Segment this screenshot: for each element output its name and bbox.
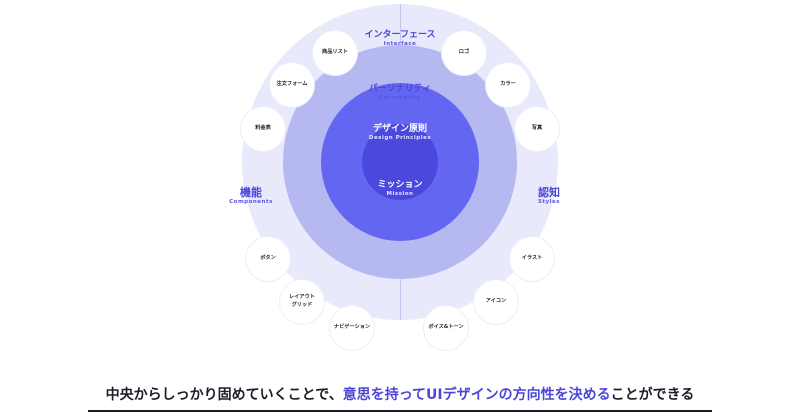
styles-label-jp: 認知	[537, 186, 560, 199]
bubble-navigation: ナビゲーション	[330, 306, 374, 350]
components-label-en: Components	[229, 199, 273, 206]
bubble-price-table: 料金表	[241, 107, 285, 151]
bubble-illustration: イラスト	[510, 237, 554, 281]
personality-label-en: Personarity	[379, 94, 421, 101]
bubble-layout-grid: レイアウトグリッド	[280, 280, 324, 324]
design-principles-label-jp: デザイン原則	[372, 124, 427, 134]
bubble-label-line1: レイアウト	[289, 294, 315, 301]
bottom-divider-line	[400, 244, 401, 320]
caption-part1: 中央からしっかり固めていくことで、	[105, 387, 343, 403]
bubble-label: ボタン	[260, 255, 276, 262]
bubble-label: 商品リスト	[322, 49, 348, 56]
caption: 中央からしっかり固めていくことで、意思を持ってUIデザインの方向性を決めることが…	[0, 384, 800, 404]
personality-label-jp: パーソナリティ	[368, 84, 432, 94]
bubble-label: アイコン	[485, 298, 507, 305]
design-principles-label-en: Design Principles	[368, 134, 432, 141]
bubble-label: カラー	[500, 81, 516, 88]
bubble-label: ボイス&トーン	[428, 324, 464, 331]
mission-label-jp: ミッション	[377, 180, 423, 190]
caption-underline	[88, 410, 712, 412]
bubble-order-form: 注文フォーム	[270, 63, 314, 107]
bubble-label-line2: グリッド	[291, 302, 313, 308]
bubble-icon: アイコン	[474, 280, 518, 324]
bubble-logo: ロゴ	[442, 31, 486, 75]
personality-label: パーソナリティ Personarity	[369, 84, 431, 102]
caption-highlight: 意思を持ってUIデザインの方向性を決める	[342, 387, 611, 403]
bubble-voice-tone: ボイス&トーン	[424, 306, 468, 350]
bubble-label: イラスト	[521, 255, 543, 262]
interface-label-en: Interface	[383, 40, 417, 47]
mission-label: ミッション Mission	[377, 180, 422, 198]
design-principles-label: デザイン原則 Design Principles	[369, 124, 431, 142]
bubble-label: 写真	[531, 125, 543, 132]
styles-label-en: Styles	[537, 199, 561, 206]
bubble-product-list: 商品リスト	[313, 31, 357, 75]
mission-core	[362, 124, 438, 200]
bubble-photo: 写真	[515, 107, 559, 151]
bubble-label: 注文フォーム	[276, 81, 308, 88]
components-label-jp: 機能	[239, 186, 262, 199]
mission-label-en: Mission	[386, 190, 414, 197]
top-divider-line	[400, 4, 401, 80]
styles-section-label: 認知 Styles	[538, 186, 560, 207]
bubble-button: ボタン	[246, 237, 290, 281]
interface-label-jp: インターフェース	[364, 30, 436, 40]
bubble-label: レイアウトグリッド	[289, 294, 315, 310]
bubble-label: ロゴ	[458, 49, 470, 56]
caption-part3: ことができる	[610, 387, 695, 403]
interface-section-label: インターフェース Interface	[364, 30, 435, 48]
bubble-color: カラー	[486, 63, 530, 107]
bubble-label: 料金表	[255, 125, 271, 132]
components-section-label: 機能 Components	[229, 186, 273, 207]
bubble-label: ナビゲーション	[333, 324, 371, 331]
